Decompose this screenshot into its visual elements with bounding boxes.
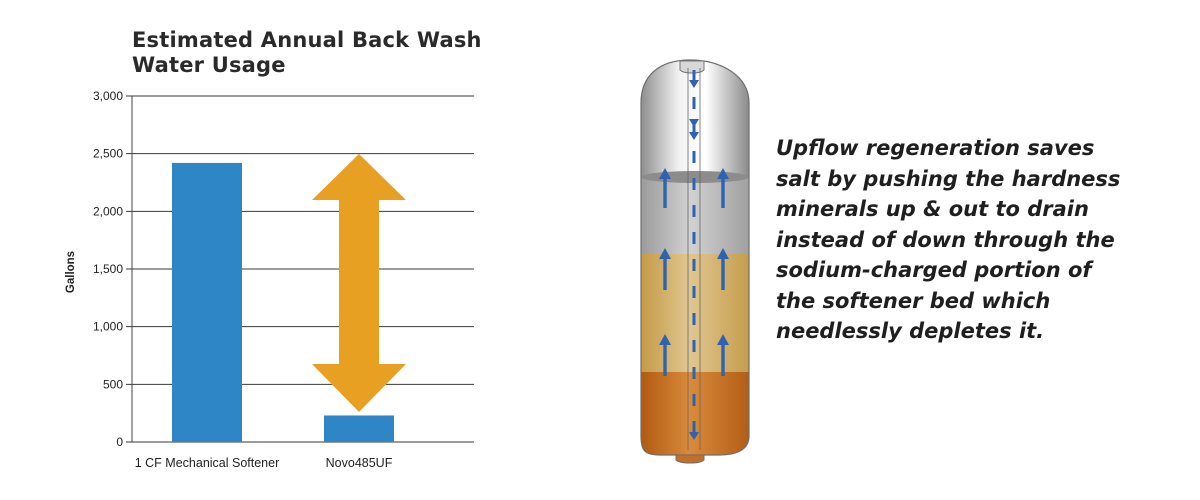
description-line-7: needlessly depletes it. xyxy=(776,319,1045,343)
y-tick-label: 2,500 xyxy=(93,147,123,161)
y-tick-label: 3,000 xyxy=(93,89,123,103)
y-tick-label: 2,000 xyxy=(93,204,123,218)
chart-title-line-2: Water Usage xyxy=(132,53,286,77)
description-line-2: salt by pushing the hardness xyxy=(776,166,1121,191)
up-arrow-head xyxy=(659,248,671,259)
chart-title-line-1: Estimated Annual Back Wash xyxy=(132,28,482,52)
tank-outline xyxy=(640,59,750,456)
category-label: Novo485UF xyxy=(326,456,393,470)
down-arrow-head xyxy=(689,432,699,440)
down-arrow-head xyxy=(689,132,699,140)
category-label: 1 CF Mechanical Softener xyxy=(135,456,280,470)
softener-tank-illustration xyxy=(640,59,750,464)
up-arrow-head xyxy=(717,334,729,345)
description-line-5: sodium-charged portion of xyxy=(776,258,1092,282)
description-line-4: instead of down through the xyxy=(776,227,1115,252)
double-arrow-annotation xyxy=(312,154,406,412)
y-tick-label: 1,500 xyxy=(93,262,123,276)
upflow-arrows xyxy=(659,168,729,376)
bar xyxy=(324,415,394,442)
up-arrow-head xyxy=(717,248,729,259)
tank-top-port xyxy=(679,60,705,74)
up-arrow-head xyxy=(659,334,671,345)
up-arrow-head xyxy=(659,168,671,179)
description-line-1: Upflow regeneration saves xyxy=(776,136,1095,160)
upflow-description: Upflow regeneration saves salt by pushin… xyxy=(776,133,1176,347)
y-tick-labels: 0 500 1,000 1,500 2,000 2,500 3,000 xyxy=(93,89,123,449)
y-axis-label: Gallons xyxy=(65,251,77,293)
downflow-arrows xyxy=(689,70,699,440)
tank-bottom-port xyxy=(675,454,705,464)
chart-title: Estimated Annual Back Wash Water Usage xyxy=(132,28,482,78)
down-arrow-head xyxy=(689,119,699,127)
bar xyxy=(172,162,242,443)
up-arrow-head xyxy=(717,168,729,179)
y-tick-label: 500 xyxy=(103,377,123,391)
y-tick-label: 0 xyxy=(116,435,123,449)
category-labels: 1 CF Mechanical Softener Novo485UF xyxy=(135,456,393,470)
description-line-6: the softener bed which xyxy=(776,288,1051,313)
bars xyxy=(172,162,394,443)
tank-orange-resin-layer xyxy=(641,372,749,455)
down-arrow-head xyxy=(689,80,699,88)
description-line-3: minerals up & out to drain xyxy=(776,197,1089,221)
y-tick-label: 1,000 xyxy=(93,320,123,334)
